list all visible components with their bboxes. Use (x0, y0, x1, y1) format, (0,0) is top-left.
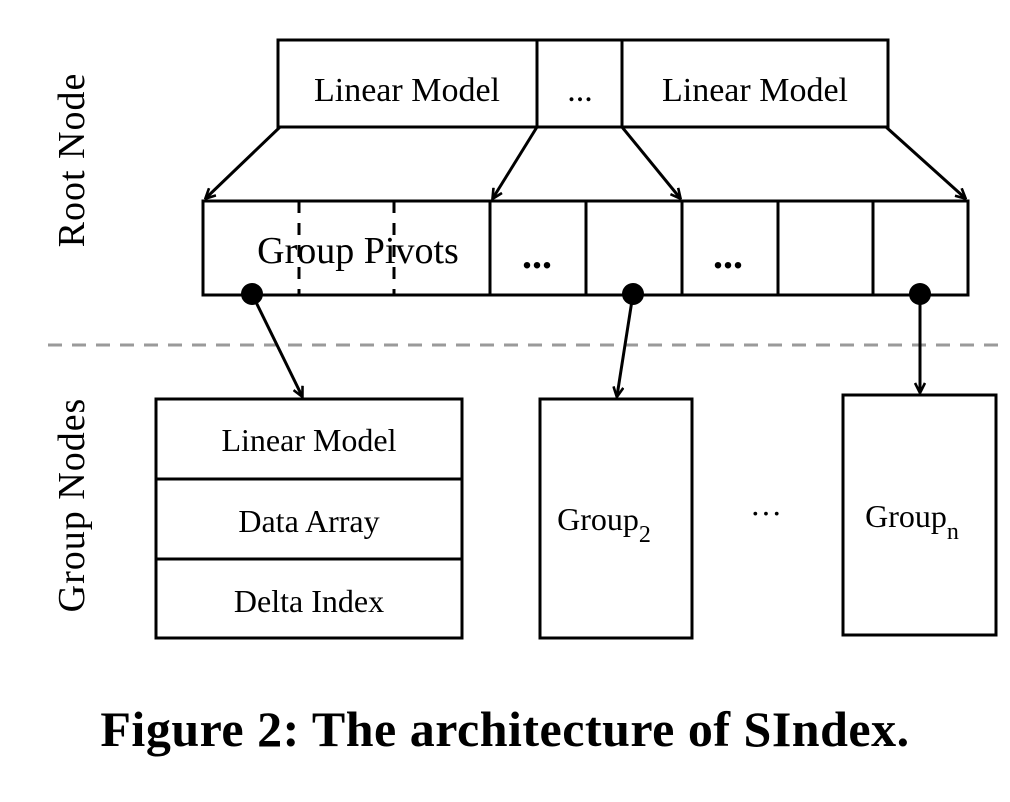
root-linear-model-left: Linear Model (314, 72, 500, 109)
group-node-2: Group2 (538, 397, 694, 640)
group-nodes-side-label: Group Nodes (51, 398, 93, 613)
group-1-data-array: Data Array (238, 503, 379, 539)
root-node-side-label: Root Node (51, 73, 93, 248)
group-pivots-box: Group Pivots ... ... (201, 199, 970, 297)
root-models-box: Linear Model ... Linear Model (276, 38, 890, 129)
pivots-ellipsis-1: ... (522, 232, 552, 277)
root-linear-model-right: Linear Model (662, 72, 848, 109)
group-n-label: Groupn (865, 498, 959, 545)
figure-caption: Figure 2: The architecture of SIndex. (100, 701, 910, 757)
group-2-label: Group2 (557, 501, 651, 548)
arrow-pivot-to-group-1 (250, 293, 302, 396)
group-node-1: Linear Model Data Array Delta Index (154, 397, 464, 640)
arrow-model-to-pivot-2 (493, 126, 539, 198)
arrow-model-to-pivot-3 (620, 126, 680, 198)
group-pivots-label: Group Pivots (257, 230, 459, 272)
arrow-model-to-pivot-1 (206, 125, 282, 198)
pivots-ellipsis-2: ... (713, 232, 743, 277)
group-n-base: Group (865, 498, 947, 534)
arrow-model-to-pivot-4 (884, 125, 965, 198)
root-model-ellipsis: ... (567, 72, 593, 109)
group-2-subscript: 2 (639, 522, 651, 548)
group-2-base: Group (557, 501, 639, 537)
group-n-subscript: n (947, 519, 959, 545)
arrow-pivot-to-group-2 (617, 293, 635, 396)
group-nodes-ellipsis: ··· (750, 495, 782, 531)
group-1-linear-model: Linear Model (221, 422, 396, 458)
group-node-n: Groupn (841, 393, 998, 637)
group-1-delta-index: Delta Index (234, 583, 384, 619)
